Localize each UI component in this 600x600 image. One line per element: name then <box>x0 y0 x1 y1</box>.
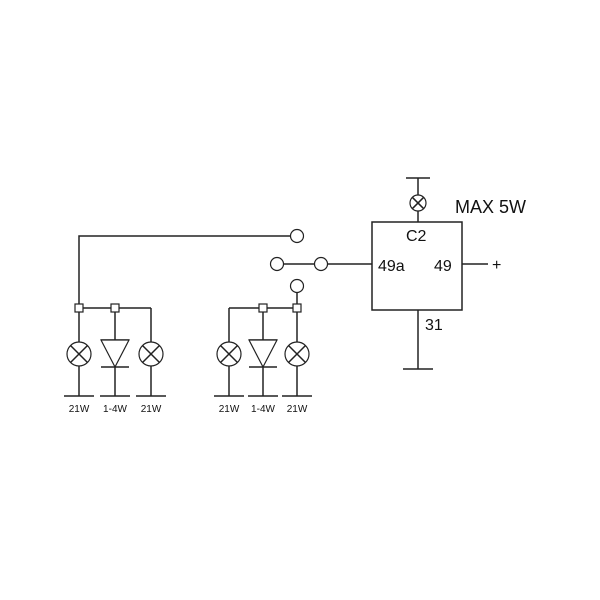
right-node-1 <box>258 303 268 313</box>
left-lamp-1-icon <box>66 341 92 367</box>
turn-signal-switch <box>269 228 329 294</box>
flasher-relay: MAX 5W C2 49a 49 31 + <box>328 177 526 370</box>
pin-31-label: 31 <box>425 317 443 334</box>
right-lamp-1-icon <box>216 341 242 367</box>
right-node-2 <box>292 303 302 313</box>
switch-contact-right <box>289 278 305 294</box>
left-node-2 <box>110 303 120 313</box>
control-lamp-icon <box>409 194 427 212</box>
left-feed-wire <box>78 235 291 304</box>
right-signal-group: 21W 1-4W 21W <box>214 292 312 415</box>
relay-box <box>371 221 463 311</box>
switch-contact-pivot-right <box>313 256 329 272</box>
left-lamp-2-icon <box>138 341 164 367</box>
right-indicator-diode-icon <box>248 339 278 369</box>
left-indicator-rating: 1-4W <box>103 404 127 415</box>
switch-contact-pivot-left <box>269 256 285 272</box>
pin-c2-label: C2 <box>406 228 427 245</box>
pin-49a-label: 49a <box>378 258 405 275</box>
left-signal-group: 21W 1-4W 21W <box>64 235 291 415</box>
left-lamp-1-rating: 21W <box>69 404 90 415</box>
right-lamp-2-icon <box>284 341 310 367</box>
pin-49-label: 49 <box>434 258 452 275</box>
plus-sign: + <box>492 257 501 274</box>
right-indicator-rating: 1-4W <box>251 404 275 415</box>
right-lamp-2-rating: 21W <box>287 404 308 415</box>
right-lamp-1-rating: 21W <box>219 404 240 415</box>
switch-contact-left <box>289 228 305 244</box>
left-node-1 <box>74 303 84 313</box>
max-rating-label: MAX 5W <box>455 197 526 217</box>
left-indicator-diode-icon <box>100 339 130 369</box>
left-lamp-2-rating: 21W <box>141 404 162 415</box>
